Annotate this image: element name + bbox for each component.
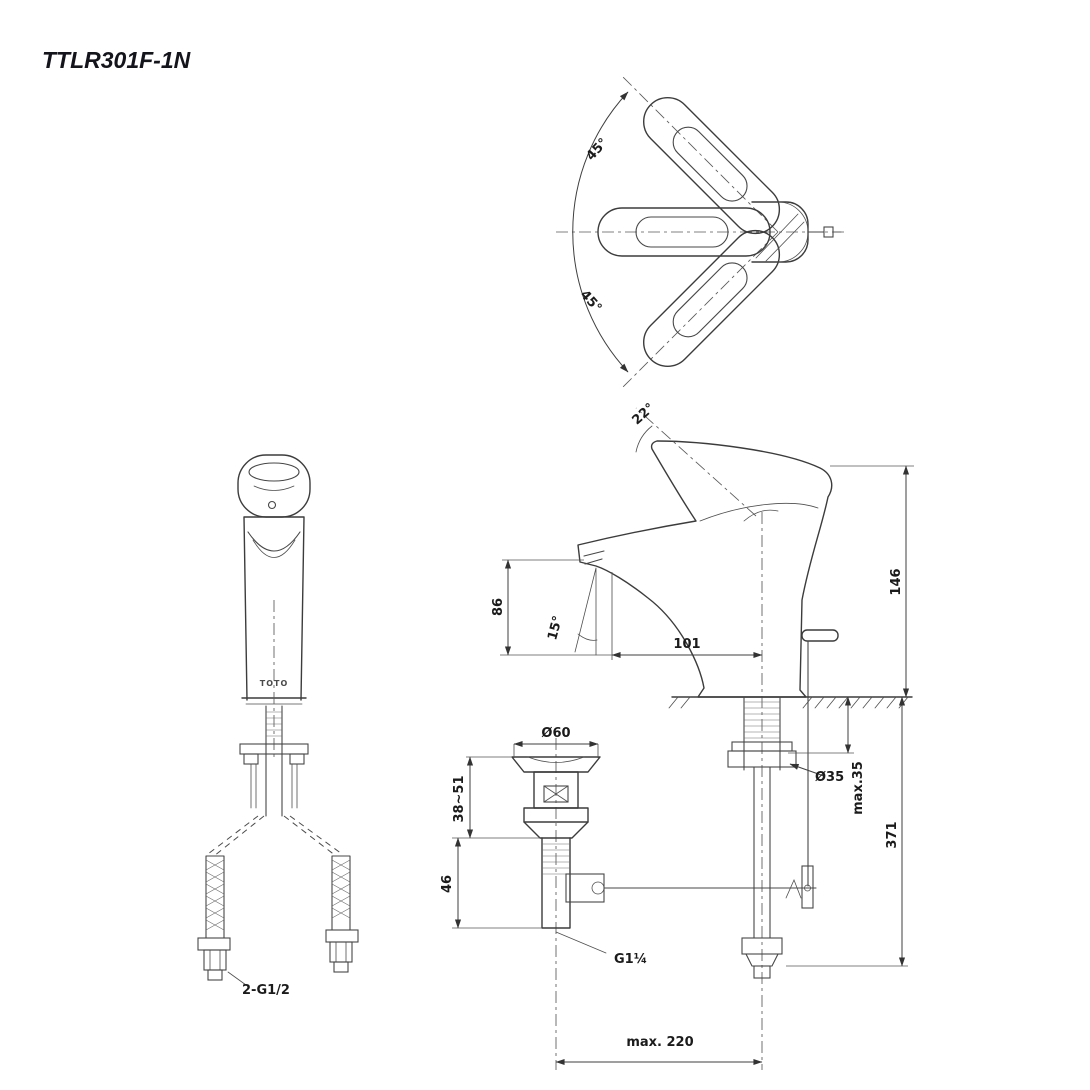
front-shank <box>265 705 283 817</box>
lower-angle-label: 45° <box>577 288 605 316</box>
indicator-dot <box>267 500 277 510</box>
dim-371-label: 371 <box>885 821 900 848</box>
rod-coupling <box>565 873 605 903</box>
upper-angle-label: 45° <box>584 136 612 164</box>
drawing-title: TTLR301F-1N <box>42 47 191 73</box>
lift-rod-knob <box>801 629 839 642</box>
hose-leads <box>207 815 343 857</box>
mounting-washer <box>239 743 309 755</box>
brand-logo: TOTO <box>260 679 289 688</box>
dim-86-label: 86 <box>491 598 506 616</box>
right-hose <box>331 855 351 931</box>
handle-angle-line <box>635 407 757 517</box>
clevis <box>801 865 814 909</box>
handle-down-45 <box>642 229 781 368</box>
right-hose-collar <box>325 929 359 943</box>
locknut <box>727 750 797 768</box>
supply-thread-label: 2-G1/2 <box>242 983 290 998</box>
front-view-faucet: TOTO 2-G1/2 <box>197 454 359 998</box>
handle-angle-label: 22° <box>630 401 658 429</box>
dim-dia60-label: Ø60 <box>541 726 570 741</box>
supply-tube <box>753 766 771 939</box>
aerator <box>583 550 605 565</box>
dim-max220-label: max. 220 <box>626 1035 693 1050</box>
shank <box>743 696 781 771</box>
handle-up-45 <box>642 96 781 235</box>
drain-collar <box>523 807 589 823</box>
dim-dia35-label: Ø35 <box>815 770 844 785</box>
right-hose-nut <box>329 941 353 963</box>
dim-dia35-leader <box>789 763 825 777</box>
dim-max35-label: max.35 <box>851 761 866 815</box>
dim-15deg-label: 15° <box>545 614 566 642</box>
dim-3851-label: 38~51 <box>452 775 467 822</box>
side-view-faucet: 22° <box>577 401 913 1070</box>
top-view-handle-swing: 45° 45° <box>556 75 848 389</box>
left-hose-nut <box>203 949 227 971</box>
swing-arc <box>572 91 629 373</box>
faucet-body-front <box>243 516 305 701</box>
drain-flange <box>511 756 601 773</box>
drain-assembly: G1¼ <box>511 738 647 1070</box>
faucet-side-outline <box>577 440 833 698</box>
left-hose-collar <box>197 937 231 951</box>
dim-46-label: 46 <box>440 875 455 893</box>
dim-101-label: 101 <box>673 637 700 652</box>
drain-tailpiece <box>541 837 571 929</box>
dim-146-label: 146 <box>889 568 904 595</box>
drain-thread-label: G1¼ <box>614 952 647 967</box>
dimensions: 146 86 15° 101 Ø35 max.35 371 Ø60 38~51 <box>440 465 914 1066</box>
handle-neutral <box>597 207 771 257</box>
